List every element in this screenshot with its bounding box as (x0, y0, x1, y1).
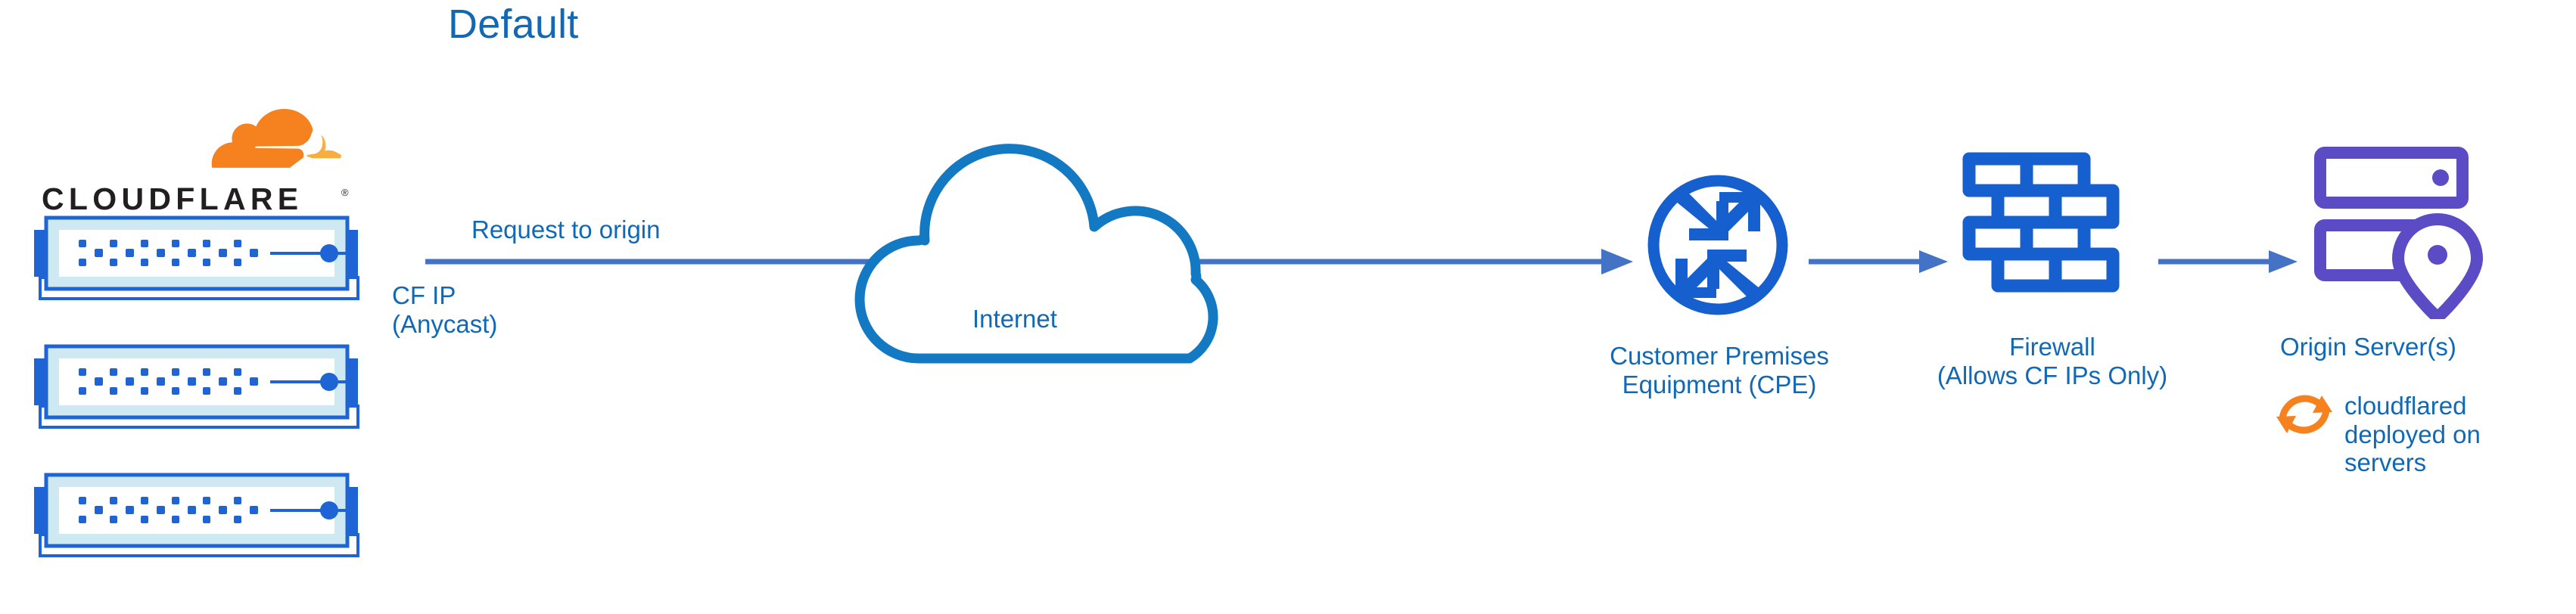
server-rack-2 (34, 343, 372, 443)
firewall-icon-wrap (1962, 151, 2142, 318)
internet-label: Internet (972, 305, 1057, 333)
cloudflared-note: cloudflared deployed on servers (2344, 392, 2481, 477)
connector-cpe-to-firewall (1807, 246, 1951, 278)
cpe-label: Customer Premises Equipment (CPE) (1560, 342, 1878, 398)
cloudflare-cloud-logo-icon (211, 109, 341, 168)
svg-text:CLOUDFLARE: CLOUDFLARE (42, 184, 303, 216)
server-rack-icon (34, 473, 359, 557)
connector-firewall-to-origin (2157, 246, 2301, 278)
cloud-outline-icon (854, 144, 1218, 364)
refresh-circular-arrows-icon (2276, 395, 2332, 434)
cloudflared-refresh-icon-wrap (2272, 382, 2337, 447)
server-rack-3 (34, 472, 372, 572)
server-rack-1 (34, 215, 372, 315)
cloudflared-note-line1: cloudflared (2344, 392, 2467, 420)
cpe-label-line1: Customer Premises (1610, 342, 1829, 370)
cpe-label-line2: Equipment (CPE) (1622, 370, 1817, 398)
arrow-right-icon (2158, 250, 2298, 273)
origin-server-icon-wrap (2310, 144, 2508, 326)
firewall-label: Firewall (Allows CF IPs Only) (1901, 333, 2204, 389)
cf-ip-line2: (Anycast) (392, 309, 498, 338)
cloudflare-wordmark-text: CLOUDFLARE ® (42, 181, 349, 216)
cloudflare-wordmark: CLOUDFLARE ® (42, 181, 352, 216)
router-four-arrows-circle-icon (1647, 175, 1788, 315)
cloudflared-note-line2: deployed on (2344, 420, 2481, 448)
server-rack-icon (34, 344, 359, 429)
cloudflared-note-line3: servers (2344, 448, 2427, 477)
arrow-right-icon (1809, 250, 1948, 273)
firewall-label-line1: Firewall (2009, 333, 2095, 361)
brick-wall-firewall-icon (1962, 152, 2120, 293)
svg-text:®: ® (341, 187, 349, 198)
page-title: Default (448, 2, 579, 47)
server-rack-icon (34, 216, 359, 300)
firewall-label-line2: (Allows CF IPs Only) (1937, 361, 2168, 389)
origin-server-label: Origin Server(s) (2280, 333, 2456, 361)
cloudflare-logo (34, 106, 359, 218)
internet-cloud (840, 112, 1302, 369)
request-to-origin-label: Request to origin (471, 216, 661, 243)
cf-ip-anycast-label: CF IP (Anycast) (392, 281, 497, 338)
cpe-router-icon-wrap (1644, 171, 1792, 319)
server-with-location-pin-icon (2314, 147, 2484, 326)
cf-ip-line1: CF IP (392, 281, 456, 309)
